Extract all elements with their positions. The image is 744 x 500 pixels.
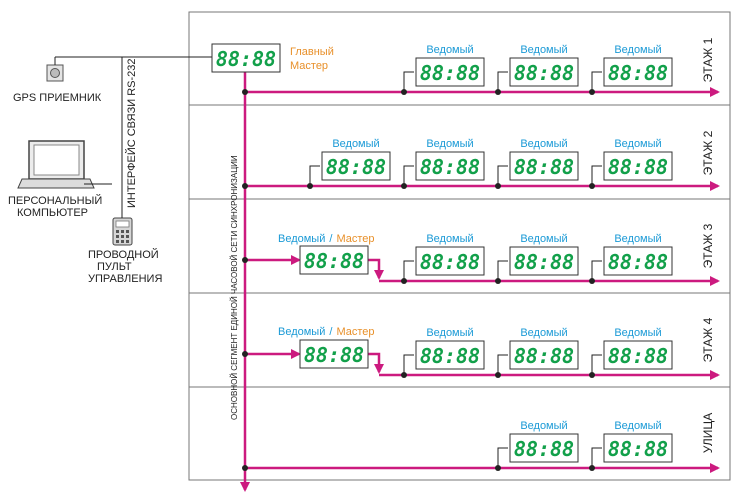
panel-label-line3: УПРАВЛЕНИЯ: [88, 273, 162, 285]
svg-text:88:88: 88:88: [514, 61, 574, 85]
panel-label-line1: ПРОВОДНОЙ: [88, 248, 159, 261]
svg-text:Ведомый: Ведомый: [426, 327, 473, 339]
svg-text:88:88: 88:88: [608, 61, 668, 85]
svg-text:Ведомый: Ведомый: [614, 327, 661, 339]
street-slave-clock-2: 88:88 Ведомый: [589, 420, 673, 471]
rs232-lines: [54, 56, 212, 218]
street-name: УЛИЦА: [701, 413, 715, 454]
pc-label-line2: КОМПЬЮТЕР: [17, 207, 88, 219]
svg-text:88:88: 88:88: [420, 344, 480, 368]
svg-text:Ведомый: Ведомый: [614, 233, 661, 245]
svg-text:88:88: 88:88: [420, 155, 480, 179]
floor-panel-4: [188, 292, 731, 388]
floor-2-slave-clock-4: 88:88 Ведомый: [589, 138, 673, 189]
svg-text:88:88: 88:88: [514, 344, 574, 368]
floor-4-sub-master-clock: [299, 339, 369, 369]
floor-2-name: ЭТАЖ 2: [701, 130, 715, 175]
floor-4-slave-clock-1: 88:88 Ведомый: [401, 327, 485, 378]
floor-3-slave-clock-2: 88:88 Ведомый: [495, 233, 579, 284]
svg-text:88:88: 88:88: [608, 344, 668, 368]
svg-text:Ведомый: Ведомый: [614, 420, 661, 432]
floor-4-slave-clock-3: 88:88 Ведомый: [589, 327, 673, 378]
svg-text:Ведомый: Ведомый: [426, 233, 473, 245]
main-master-label-line1: Главный: [290, 46, 334, 58]
floor-4-sub-master-digits: 88:88: [304, 343, 364, 367]
svg-text:Ведомый: Ведомый: [332, 138, 379, 150]
svg-text:88:88: 88:88: [608, 437, 668, 461]
main-master-label-line2: Мастер: [290, 60, 328, 72]
svg-text:88:88: 88:88: [326, 155, 386, 179]
svg-text:Ведомый: Ведомый: [520, 138, 567, 150]
floor-1-slave-clock-1: 88:88 Ведомый: [401, 44, 485, 95]
street-slave-clock-1: 88:88 Ведомый: [495, 420, 579, 471]
svg-text:Ведомый: Ведомый: [520, 420, 567, 432]
svg-text:Ведомый: Ведомый: [520, 327, 567, 339]
svg-text:Ведомый: Ведомый: [614, 138, 661, 150]
floor-2-slave-clock-1: 88:88 Ведомый: [307, 138, 391, 189]
personal-computer-icon: [17, 140, 95, 189]
floor-3-slave-clock-3: 88:88 Ведомый: [589, 233, 673, 284]
svg-text:Ведомый: Ведомый: [426, 44, 473, 56]
floor-2-slave-clock-3: 88:88 Ведомый: [495, 138, 579, 189]
control-panel-icon: [112, 217, 133, 246]
svg-text:88:88: 88:88: [608, 155, 668, 179]
svg-text:Ведомый: Ведомый: [520, 233, 567, 245]
floor-3-bus: [245, 255, 720, 286]
floor-4-bus: [245, 349, 720, 380]
svg-text:88:88: 88:88: [608, 250, 668, 274]
main-master-clock-digits: 88:88: [216, 47, 276, 71]
gps-label: GPS ПРИЕМНИК: [13, 92, 102, 104]
svg-text:88:88: 88:88: [420, 250, 480, 274]
gps-receiver-icon: [46, 64, 64, 82]
panel-label-line2: ПУЛЬТ: [97, 261, 132, 273]
svg-text:Ведомый: Ведомый: [614, 44, 661, 56]
floor-3-sub-master-digits: 88:88: [304, 249, 364, 273]
floor-3-sub-master-clock: [299, 245, 369, 275]
svg-text:88:88: 88:88: [514, 155, 574, 179]
svg-text:88:88: 88:88: [514, 437, 574, 461]
rs232-interface-label: ИНТЕРФЕЙС СВЯЗИ RS-232: [125, 59, 138, 209]
main-master-clock: [211, 43, 281, 73]
main-segment-label: ОСНОВНОЙ СЕГМЕНТ ЕДИНОЙ ЧАСОВОЙ СЕТИ СИН…: [230, 155, 239, 420]
floor-2-slave-clock-2: 88:88 Ведомый: [401, 138, 485, 189]
bus-junctions: [242, 89, 248, 471]
pc-label-line1: ПЕРСОНАЛЬНЫЙ: [8, 194, 102, 207]
floor-panels: [188, 11, 731, 481]
floor-4-name: ЭТАЖ 4: [701, 317, 715, 362]
svg-text:88:88: 88:88: [420, 61, 480, 85]
svg-text:88:88: 88:88: [514, 250, 574, 274]
svg-text:Ведомый: Ведомый: [426, 138, 473, 150]
floor-3-slave-clock-1: 88:88 Ведомый: [401, 233, 485, 284]
floor-3-name: ЭТАЖ 3: [701, 223, 715, 268]
floor-4-sub-master-label: Ведомый/Мастер: [278, 326, 375, 338]
floor-panel-3: [188, 198, 731, 294]
svg-text:Ведомый: Ведомый: [520, 44, 567, 56]
floor-1-name: ЭТАЖ 1: [701, 37, 715, 82]
floor-1-slave-clock-3: 88:88 Ведомый: [589, 44, 673, 95]
floor-4-slave-clock-2: 88:88 Ведомый: [495, 327, 579, 378]
floor-1-slave-clock-2: 88:88 Ведомый: [495, 44, 579, 95]
floor-3-sub-master-label: Ведомый/Мастер: [278, 233, 375, 245]
